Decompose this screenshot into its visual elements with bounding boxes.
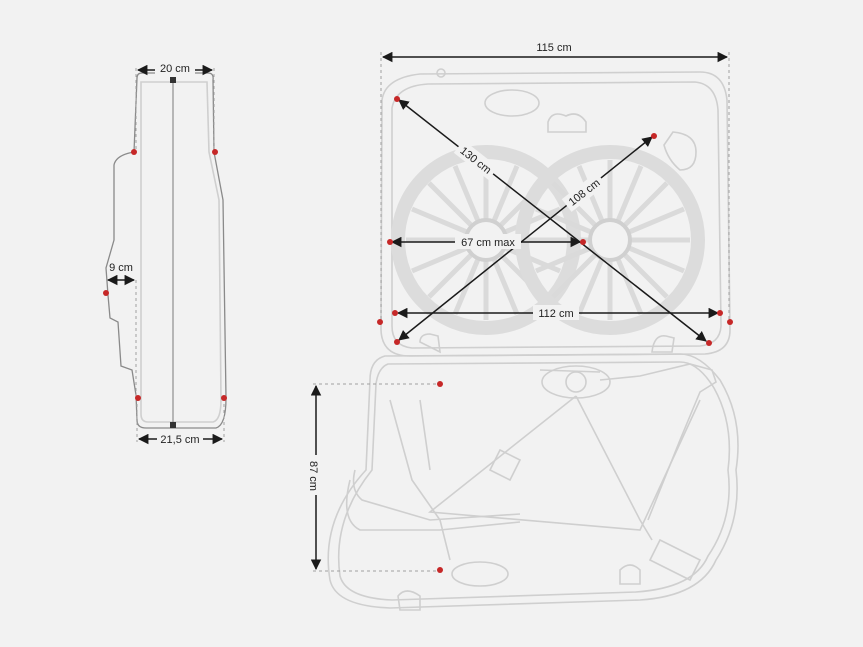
marker-dot bbox=[212, 149, 218, 155]
front-view-bottom: 87 cm bbox=[306, 333, 739, 611]
marker-dot bbox=[717, 310, 723, 316]
marker-dot bbox=[651, 133, 657, 139]
marker-dot bbox=[392, 310, 398, 316]
marker-dot bbox=[131, 149, 137, 155]
front-view-top: 115 cm 130 cm 108 cm 67 cm max 112 cm bbox=[377, 42, 733, 357]
marker-dot bbox=[103, 290, 109, 296]
marker-dot bbox=[437, 567, 443, 573]
case-bottom-outline bbox=[327, 353, 739, 609]
bottom-clip bbox=[170, 422, 176, 428]
handle bbox=[484, 89, 540, 117]
label-21-5cm: 21,5 cm bbox=[160, 434, 199, 446]
marker-dot bbox=[706, 340, 712, 346]
marker-dot bbox=[135, 395, 141, 401]
wheel-right bbox=[515, 145, 705, 335]
label-67cm-max: 67 cm max bbox=[461, 237, 515, 249]
bike-frame bbox=[345, 363, 717, 611]
marker-dot bbox=[221, 395, 227, 401]
marker-dot bbox=[394, 96, 400, 102]
label-9cm: 9 cm bbox=[109, 262, 133, 274]
case-top-outline bbox=[380, 71, 731, 357]
label-115cm: 115 cm bbox=[536, 42, 571, 54]
marker-dot bbox=[437, 381, 443, 387]
label-87cm: 87 cm bbox=[307, 461, 319, 491]
label-20cm: 20 cm bbox=[160, 63, 190, 75]
top-clip bbox=[170, 77, 176, 83]
marker-dot bbox=[377, 319, 383, 325]
side-view: 20 cm 9 cm 21,5 cm bbox=[103, 61, 227, 446]
label-112cm: 112 cm bbox=[538, 308, 573, 320]
marker-dot bbox=[387, 239, 393, 245]
marker-dot bbox=[394, 339, 400, 345]
marker-dot bbox=[727, 319, 733, 325]
marker-dot bbox=[580, 239, 586, 245]
